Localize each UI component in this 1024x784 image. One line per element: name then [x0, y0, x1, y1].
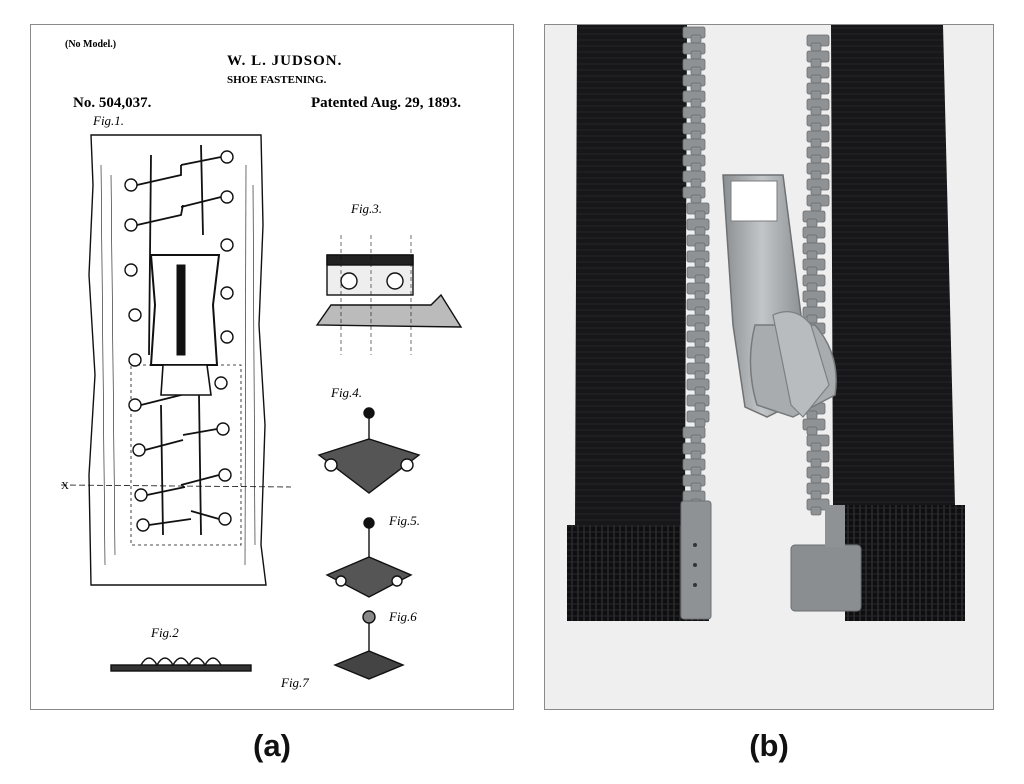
zipper-tooth — [810, 58, 822, 68]
zipper-tooth — [694, 338, 706, 348]
patent-title: SHOE FASTENING. — [227, 74, 327, 86]
zipper-tooth — [690, 146, 702, 156]
patent-date: Patented Aug. 29, 1893. — [311, 95, 461, 111]
zipper-tooth — [810, 506, 822, 516]
fig3-label: Fig.3. — [350, 201, 382, 216]
zipper-tooth — [694, 242, 706, 252]
zipper-tooth — [690, 194, 702, 204]
zipper-tooth — [810, 458, 822, 468]
zipper-tooth — [810, 42, 822, 52]
retainer-pin — [825, 505, 845, 547]
zipper-tooth — [694, 306, 706, 316]
fig4-cross-section — [317, 407, 421, 494]
zipper-tooth — [806, 234, 818, 244]
insertion-pin — [680, 500, 712, 620]
left-teeth — [682, 26, 710, 508]
zipper-tooth — [694, 354, 706, 364]
patent-drawing-panel: (No Model.) W. L. JUDSON. SHOE FASTENING… — [30, 24, 514, 710]
retainer-box — [790, 544, 862, 612]
zipper-tooth — [810, 490, 822, 500]
zipper-tooth — [690, 466, 702, 476]
zipper-tooth — [694, 210, 706, 220]
zipper-tooth — [694, 226, 706, 236]
zipper-tooth — [810, 122, 822, 132]
inventor-name: W. L. JUDSON. — [227, 53, 342, 69]
zipper-tooth — [694, 402, 706, 412]
model-note: (No Model.) — [65, 39, 116, 50]
zipper-tooth — [690, 450, 702, 460]
zipper-tooth — [810, 74, 822, 84]
zipper-tooth — [810, 90, 822, 100]
fig4-label: Fig.4. — [330, 385, 362, 400]
fig3-slider-section — [315, 235, 463, 355]
zipper-tooth — [810, 170, 822, 180]
zipper-tooth — [690, 114, 702, 124]
zipper-tooth — [694, 258, 706, 268]
fig5-cross-section — [325, 517, 413, 598]
zipper-tooth — [694, 290, 706, 300]
slider-pull-hole — [730, 180, 778, 222]
right-tape-end — [845, 505, 965, 621]
fig6-cross-section — [333, 610, 405, 680]
zipper-tooth — [806, 410, 818, 420]
zipper-tooth — [690, 162, 702, 172]
fig1-label: Fig.1. — [92, 113, 124, 128]
patent-drawing: (No Model.) W. L. JUDSON. SHOE FASTENING… — [60, 39, 463, 690]
zipper-tooth — [690, 50, 702, 60]
patent-number: No. 504,037. — [73, 95, 152, 111]
zipper-tooth — [690, 98, 702, 108]
zipper-tooth — [694, 274, 706, 284]
zipper-tooth — [810, 474, 822, 484]
fig7-label: Fig.7 — [280, 675, 309, 690]
zipper-tooth — [806, 250, 818, 260]
zipper-slider — [722, 174, 837, 418]
zipper-tooth — [810, 202, 822, 212]
fig5-label: Fig.5. — [388, 513, 420, 528]
zipper-tooth — [690, 178, 702, 188]
fig2-label: Fig.2 — [150, 625, 179, 640]
slider-tab — [772, 311, 830, 418]
right-tape — [831, 25, 965, 621]
zipper-tooth — [806, 426, 818, 436]
zipper-photo-panel — [544, 24, 994, 710]
zipper-tooth — [690, 130, 702, 140]
zipper-tooth — [690, 482, 702, 492]
zipper-tooth — [694, 370, 706, 380]
caption-b: (b) — [749, 728, 789, 763]
zipper-tooth — [806, 282, 818, 292]
left-tape — [567, 25, 709, 621]
zipper-tooth — [690, 66, 702, 76]
zipper-tooth — [806, 218, 818, 228]
zipper-tooth — [810, 442, 822, 452]
zipper-tooth — [690, 434, 702, 444]
right-teeth — [802, 34, 830, 516]
zipper-tooth — [690, 82, 702, 92]
zipper-tooth — [694, 322, 706, 332]
zipper-tooth — [810, 106, 822, 116]
zipper-tooth — [694, 386, 706, 396]
zipper-tooth — [806, 298, 818, 308]
zipper-tooth — [810, 154, 822, 164]
zipper-tooth — [690, 34, 702, 44]
fig6-label: Fig.6 — [388, 609, 417, 624]
caption-a: (a) — [253, 728, 291, 763]
zipper-tooth — [810, 138, 822, 148]
section-x-left: X — [61, 480, 69, 492]
zipper-tooth — [806, 266, 818, 276]
zipper-tooth — [810, 186, 822, 196]
fig2-strip-section — [110, 657, 252, 672]
fig1-shoe-strip — [60, 134, 292, 586]
zipper-tooth — [694, 418, 706, 428]
zipper-photo — [567, 25, 965, 621]
